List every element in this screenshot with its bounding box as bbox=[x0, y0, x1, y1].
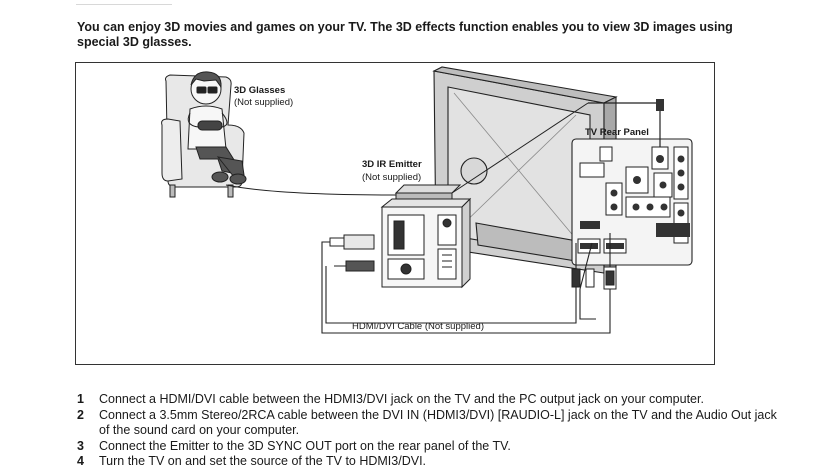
step-number: 2 bbox=[77, 407, 84, 422]
glasses-label: 3D Glasses bbox=[234, 85, 285, 96]
cables bbox=[321, 233, 611, 334]
connection-diagram: 3D Glasses (Not supplied) 3D IR Emitter … bbox=[75, 62, 715, 365]
step-text: Connect the Emitter to the 3D SYNC OUT p… bbox=[99, 438, 511, 453]
step-item: 3 Connect the Emitter to the 3D SYNC OUT… bbox=[77, 439, 777, 455]
sync-plug bbox=[656, 99, 664, 111]
rear-panel-label: TV Rear Panel bbox=[585, 127, 649, 138]
step-text: Connect a HDMI/DVI cable between the HDM… bbox=[99, 392, 704, 406]
instruction-steps: 1 Connect a HDMI/DVI cable between the H… bbox=[77, 392, 777, 470]
step-item: 1 Connect a HDMI/DVI cable between the H… bbox=[77, 392, 777, 408]
ir-emitter-device bbox=[394, 102, 589, 204]
pc-tower bbox=[380, 197, 472, 289]
rear-panel-inset bbox=[571, 138, 693, 266]
step-number: 4 bbox=[77, 454, 84, 468]
pc-plugs bbox=[329, 234, 375, 272]
glasses-note: (Not supplied) bbox=[234, 97, 293, 108]
ir-signal-line bbox=[225, 184, 399, 196]
tv-side-plugs bbox=[571, 266, 617, 290]
step-number: 3 bbox=[77, 438, 84, 453]
step-item: 2 Connect a 3.5mm Stereo/2RCA cable betw… bbox=[77, 408, 777, 439]
step-number: 1 bbox=[77, 392, 84, 406]
diagram-drawing: 3D Glasses (Not supplied) 3D IR Emitter … bbox=[161, 66, 693, 334]
emitter-label: 3D IR Emitter bbox=[362, 159, 422, 170]
top-divider bbox=[76, 4, 172, 5]
tv-illustration bbox=[432, 66, 618, 274]
intro-paragraph: You can enjoy 3D movies and games on you… bbox=[77, 20, 733, 49]
viewer-illustration bbox=[161, 71, 247, 198]
cable-label: HDMI/DVI Cable (Not supplied) bbox=[352, 321, 484, 332]
emitter-note: (Not supplied) bbox=[362, 172, 421, 183]
step-text: Connect a 3.5mm Stereo/2RCA cable betwee… bbox=[99, 407, 777, 438]
